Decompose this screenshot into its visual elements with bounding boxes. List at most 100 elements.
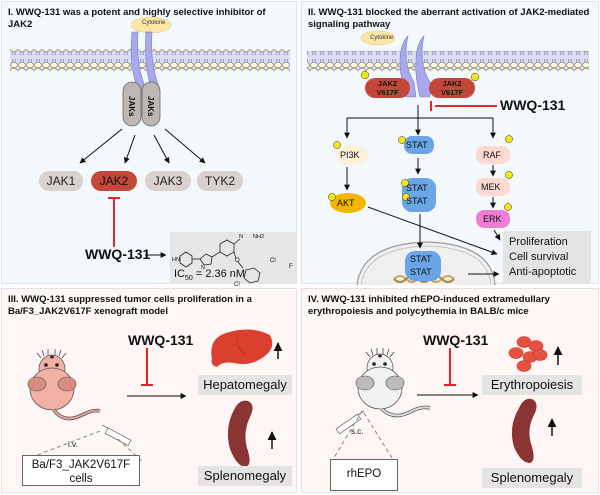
phospho-icon [360,70,370,80]
atom-n2: N [201,265,205,271]
route-label: i.v. [68,440,78,449]
panel-title: IV. WWQ-131 inhibited rhEPO-induced extr… [308,294,550,317]
inhibitor-label: WWQ-131 [128,332,194,348]
phospho-icon [402,193,410,201]
outcome-hepatomegaly: Hepatomegaly [198,375,292,395]
outcome-box [503,231,591,283]
panel-4-diagram [331,336,563,463]
panel-title: III. WWQ-131 suppressed tumor cells prol… [8,294,252,317]
atom-o: O [235,258,240,264]
ic50-number: = 2.36 nM [192,268,246,280]
injection-guide-right [117,438,143,462]
panel-title: II. WWQ-131 blocked the aberrant activat… [308,7,590,30]
outcome-anti-apoptotic: Anti-apoptotic [509,266,577,278]
arrow-to-jak3 [153,134,170,164]
phospho-icon [505,135,513,143]
jak2-line2: V617F [376,88,399,97]
jak2-mutant-left [365,78,410,98]
phospho-icon [504,203,512,211]
cytokine-label: Cytokine [142,20,166,26]
tyk2-pill: TYK2 [197,171,243,191]
route-label: s.c. [351,427,364,436]
arrow-to-tyk2 [164,128,206,164]
ic50-label: IC [174,268,185,280]
panel-rhepo-model: IV. WWQ-131 inhibited rhEPO-induced extr… [301,288,599,493]
red-blood-cells-icon [508,336,548,372]
panel-title: I. WWQ-131 was a potent and highly selec… [8,7,266,30]
stat-label: STAT [406,140,428,150]
atom-nh2: NH2 [253,234,265,240]
akt-label: AKT [337,198,355,208]
dna-strand [393,275,455,283]
jak2-line1: JAK2 [442,79,462,88]
arrow-to-jak2 [123,134,136,164]
mouse-nude-icon [27,349,101,421]
pi3k-node [336,145,368,165]
jak3-pill: JAK3 [145,171,191,191]
cytokine-ligand [360,30,396,46]
panel-signaling-pathway: II. WWQ-131 blocked the aberrant activat… [301,1,599,286]
injected-cells-box: Ba/F3_JAK2V617F cells [22,455,140,486]
outcome-splenomegaly: Splenomegaly [198,466,292,486]
erk-node [476,210,510,228]
inhibitor-label: WWQ-131 [423,332,489,348]
stat-label: STAT [410,267,432,277]
injection-guide-left [331,410,363,462]
atom-cl2: Cl [234,282,240,288]
phospho-icon [398,136,406,144]
jak-receptor-right [141,81,161,127]
arrow-erk-to-outcome [493,229,501,241]
syringe-icon [101,424,132,446]
receptor-right [415,35,431,98]
stat-dimer-node [402,178,436,212]
jak2-line1: JAK2 [377,79,398,88]
panel-1-diagram [10,16,296,284]
inhibitor-label: WWQ-131 [500,97,566,113]
jak2-pill: JAK2 [91,171,137,191]
raf-node [476,146,510,164]
mek-label: MEK [481,182,501,192]
outcome-cell-survival: Cell survival [509,251,569,263]
outcome-list: Proliferation Cell survival Anti-apoptot… [509,235,576,280]
phospho-icon [470,72,480,82]
phospho-icon [333,141,341,149]
cytokine-label: Cytokine [370,35,394,41]
spleen-icon [227,400,253,467]
atom-cl1: Cl [270,258,276,264]
spleen-icon [511,398,537,463]
akt-node [330,193,366,213]
injected-rhepo-box: rhEPO [330,459,398,491]
nuclear-stat-dimer [405,251,441,281]
atom-hn: HN [172,257,180,263]
ic50-sub: 50 [185,275,193,283]
injection-guide-right [363,412,395,462]
ic50-value: IC50 = 2.36 nM [174,268,245,282]
inhibitor-label: WWQ-131 [85,246,151,262]
mouse-balbc-icon [355,348,431,418]
stat-label: STAT [406,183,428,193]
jak-label-right: JAKs [146,96,155,117]
phospho-icon [505,171,513,179]
erk-label: ERK [483,214,502,224]
panel-2-diagram [307,30,591,286]
phospho-icon [328,193,336,201]
outcome-erythropoiesis: Erythropoiesis [482,375,582,395]
jak2-mutant-right [429,78,475,98]
jak2-line2: V617F [440,88,464,97]
panel-3-diagram [23,329,283,467]
arrow-akt-to-outcome [367,206,498,255]
raf-label: RAF [483,150,501,160]
nucleus-inner-membrane [360,245,492,286]
jak-label-left: JAKs [127,96,136,117]
atom-n1: N [239,234,243,240]
pi3k-label: PI3K [340,150,360,160]
atom-f: F [289,264,293,270]
mek-node [476,178,510,196]
panel-jak2-selectivity: I. WWQ-131 was a potent and highly selec… [1,1,297,288]
panel-xenograft-model: III. WWQ-131 suppressed tumor cells prol… [1,288,297,493]
cell-membrane [307,51,589,71]
outcome-splenomegaly: Splenomegaly [482,468,582,488]
